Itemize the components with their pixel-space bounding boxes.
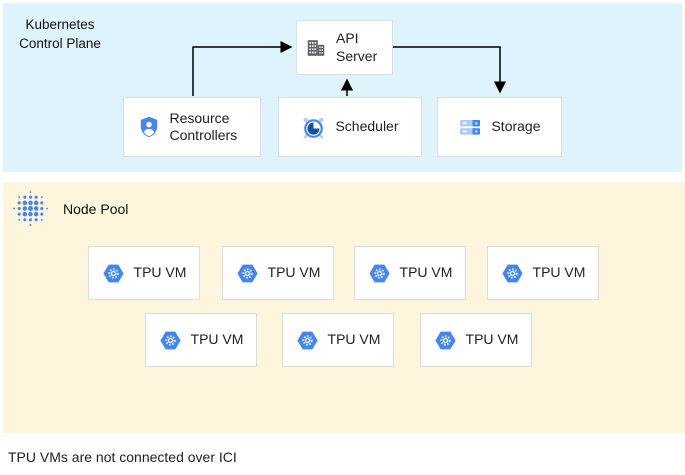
dot-cluster-icon [12,190,49,227]
resource-controllers-label: Resource Controllers [169,109,238,144]
tpu-vm-node: TPU VM [487,246,599,300]
tpu-vm-node: TPU VM [222,246,334,300]
tpu-vm-label: TPU VM [190,331,244,348]
node-pool-region [3,182,685,433]
control-plane-title: Kubernetes Control Plane [19,17,101,51]
api-server-label: API Server [336,30,378,64]
alarm-clock-icon [301,115,326,140]
hexagon-gear-icon [236,262,259,285]
tpu-vm-label: TPU VM [327,331,381,348]
api-server-node: API Server [296,20,393,75]
node-pool-header: Node Pool [12,190,128,227]
diagram-caption: TPU VMs are not connected over ICI [8,449,237,465]
hexagon-gear-icon [296,329,319,352]
hexagon-gear-icon [159,329,182,352]
tpu-vm-label: TPU VM [133,264,187,281]
hexagon-gear-icon [434,329,457,352]
tpu-vm-node: TPU VM [88,246,200,300]
tpu-vm-node: TPU VM [145,313,257,367]
resource-controllers-node: Resource Controllers [123,97,261,157]
storage-node: Storage [437,97,562,157]
tpu-vm-label: TPU VM [532,264,586,281]
hexagon-gear-icon [102,262,125,285]
hexagon-gear-icon [501,262,524,285]
node-pool-title: Node Pool [63,200,129,217]
tpu-vm-node: TPU VM [420,313,532,367]
tpu-vm-label: TPU VM [267,264,321,281]
scheduler-label: Scheduler [335,118,399,135]
tpu-vm-node: TPU VM [282,313,394,367]
tpu-vm-node: TPU VM [354,246,466,300]
scheduler-node: Scheduler [278,97,422,157]
building-icon [305,37,327,59]
shield-user-icon [137,115,161,139]
hexagon-gear-icon [368,262,391,285]
storage-label: Storage [491,118,541,135]
tpu-vm-label: TPU VM [465,331,519,348]
server-stack-icon [458,115,482,139]
tpu-vm-label: TPU VM [399,264,453,281]
